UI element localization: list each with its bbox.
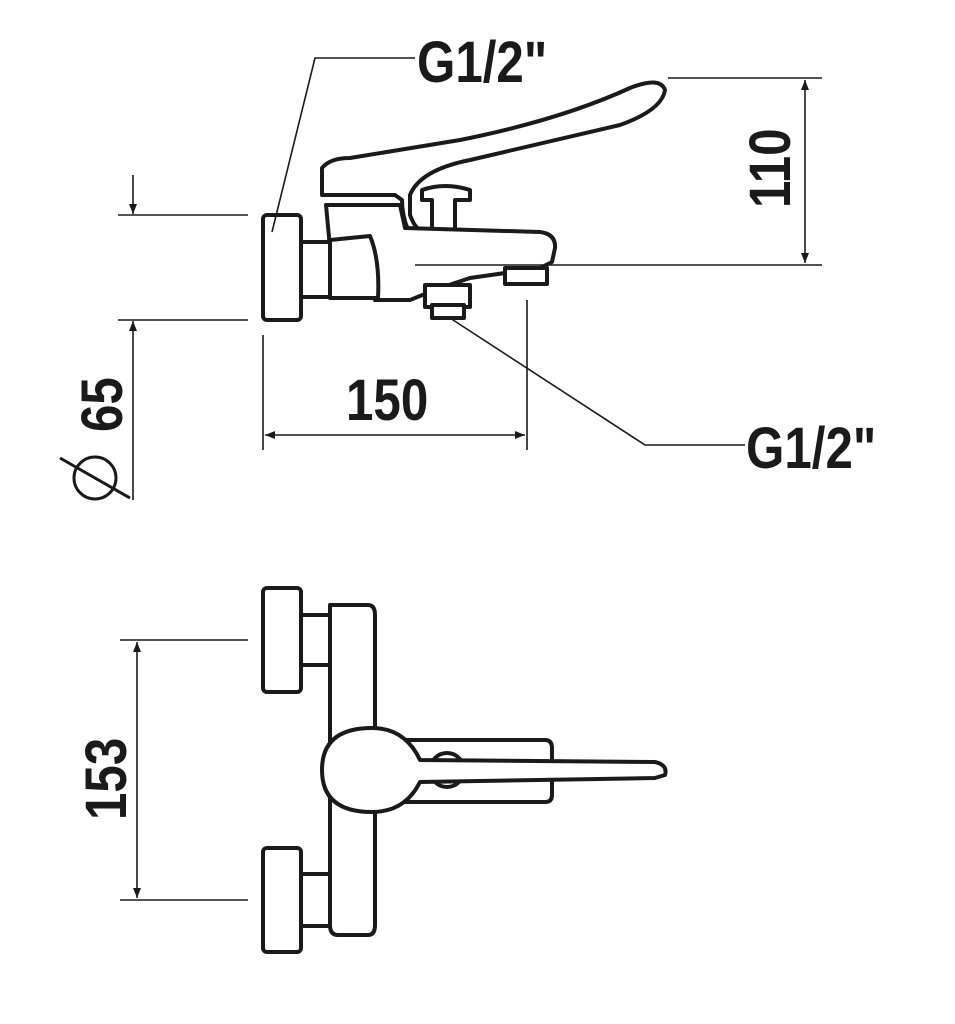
outlet-leader-line: [449, 317, 745, 446]
side-view: [261, 80, 667, 322]
outlet-thread-label: G1/2": [746, 416, 876, 481]
wall-nut: [261, 213, 303, 322]
diameter-label: 65: [70, 377, 135, 432]
outlet-thread: [430, 303, 466, 320]
diverter-knob: [420, 184, 472, 234]
projection-label: 150: [346, 368, 428, 433]
top-view: [261, 586, 668, 954]
lower-wall-nut: [261, 846, 303, 954]
height-label: 110: [738, 128, 803, 208]
centre-distance-label: 153: [74, 738, 139, 820]
upper-wall-nut: [261, 586, 303, 694]
inlet-thread-label: G1/2": [417, 30, 547, 95]
aerator: [503, 266, 549, 286]
diameter-symbol-icon: [59, 455, 131, 501]
body-inlet: [328, 234, 381, 300]
lever-plan: [320, 726, 668, 814]
inlet-leader-line: [271, 57, 415, 233]
upper-neck: [298, 613, 332, 667]
lower-neck: [298, 872, 332, 928]
eccentric-neck: [298, 240, 332, 299]
